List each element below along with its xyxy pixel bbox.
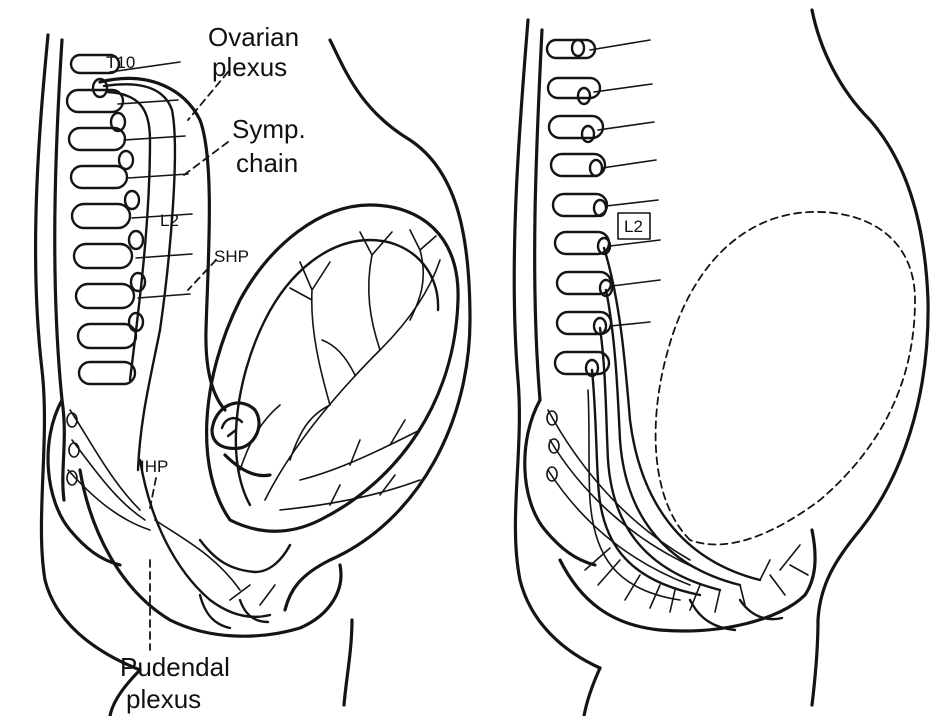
label-symp-chain-line2: chain (236, 148, 298, 178)
left-cervix (200, 540, 290, 572)
left-sacrum-curve (48, 400, 120, 565)
right-belly-contour (812, 10, 928, 620)
left-spine-back-edge (55, 40, 65, 500)
left-back-contour (36, 35, 140, 670)
left-uterus-inner-wall (236, 240, 438, 505)
label-ovarian-plexus-line2: plexus (212, 52, 287, 82)
right-panel: L2 (514, 10, 928, 716)
right-spine-back-edge (535, 30, 542, 400)
label-ihp: IHP (140, 457, 168, 476)
right-afferent-nerve-fibres (588, 248, 760, 600)
right-thigh-back (584, 668, 600, 716)
label-symp-chain-line1: Symp. (232, 114, 306, 144)
left-sacral-nerves (67, 410, 275, 605)
left-uterine-nerve-branches (240, 230, 440, 510)
right-perineal-branches (585, 545, 808, 612)
label-shp: SHP (214, 247, 249, 266)
left-vertebrae (67, 55, 136, 384)
label-t10: T10 (106, 53, 135, 72)
right-uterus-dashed-outline (656, 212, 915, 545)
label-pudendal-plexus-line2: plexus (126, 684, 201, 714)
right-front-leg-contour (812, 620, 818, 705)
label-l2-left: L2 (160, 211, 179, 230)
label-l2-right: L2 (624, 217, 643, 236)
left-front-leg-contour (344, 620, 352, 705)
right-pelvic-floor (560, 530, 815, 631)
right-sacrum-curve (525, 400, 595, 565)
left-vagina-canal (140, 460, 270, 617)
label-ovarian-plexus-line1: Ovarian (208, 22, 299, 52)
label-pudendal-plexus-line1: Pudendal (120, 652, 230, 682)
left-panel: T10 Ovarian plexus Symp. chain L2 SHP IH… (36, 22, 470, 716)
right-sacral-nerves (547, 410, 700, 585)
